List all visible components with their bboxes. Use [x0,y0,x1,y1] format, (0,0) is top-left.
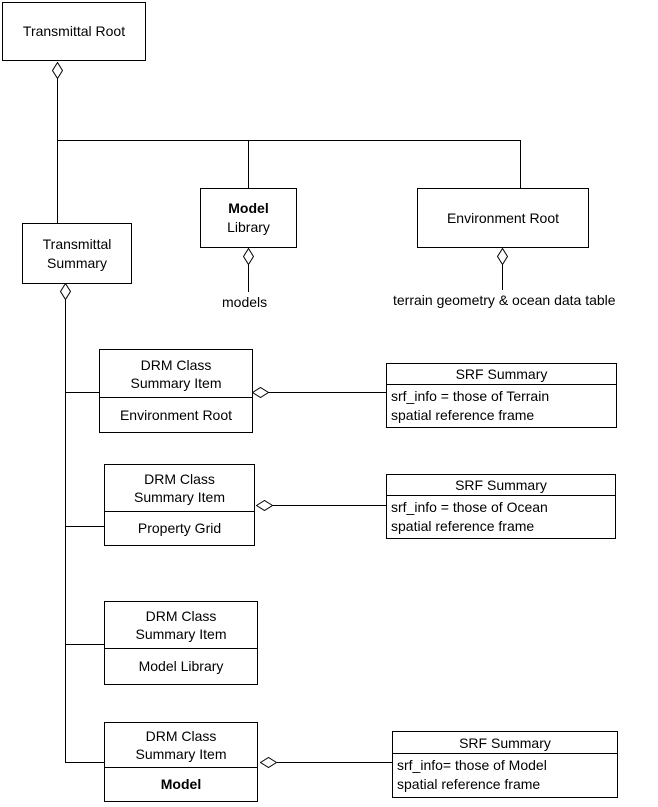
drm-value-label: Model Library [138,658,224,674]
edge-drm2-to-srf2 [272,505,386,506]
node-label: Library [227,219,270,235]
edge-label-terrain-ocean: terrain geometry & ocean data table [393,292,616,308]
node-srf-summary-terrain: SRF Summary srf_info = those of Terrain … [386,363,617,428]
node-drm-item-property-grid: DRM Class Summary Item Property Grid [104,464,255,546]
drm-item-value: Property Grid [105,511,254,545]
srf-summary-body: srf_info = those of Ocean spatial refere… [387,495,615,538]
drm-item-title: DRM Class Summary Item [105,723,257,767]
aggregation-diamond-icon [52,62,63,79]
node-label: Transmittal [42,235,112,252]
edge-summary-trunk [65,298,66,762]
node-model-library: Model Library [200,188,297,248]
drm-item-value: Model [105,767,257,801]
srf-summary-body: srf_info= those of Model spatial referen… [393,753,617,797]
drm-title-line: Summary Item [133,489,225,505]
edge-to-environment-root [520,140,521,188]
srf-summary-title: SRF Summary [387,364,616,384]
drm-title-line: Summary Item [130,374,222,391]
srf-body-line: spatial reference frame [391,518,535,534]
srf-title-label: SRF Summary [455,366,548,382]
srf-summary-body: srf_info = those of Terrain spatial refe… [387,384,616,427]
drm-value-label: Property Grid [137,520,222,536]
srf-summary-title: SRF Summary [393,732,617,753]
drm-item-title: DRM Class Summary Item [100,350,252,397]
drm-item-value: Environment Root [100,397,252,432]
srf-summary-title: SRF Summary [387,475,615,495]
srf-body-line: spatial reference frame [391,407,535,423]
drm-item-title: DRM Class Summary Item [105,465,254,511]
edge-to-model-library [248,140,249,188]
srf-body-line: spatial reference frame [397,776,541,792]
drm-title-line: Summary Item [135,746,227,762]
edge-to-drm-item-4 [65,762,104,763]
edge-root-branch [57,140,521,141]
drm-value-label: Environment Root [119,406,233,423]
node-drm-item-environment-root: DRM Class Summary Item Environment Root [99,349,253,433]
drm-title-line: DRM Class [145,608,217,624]
aggregation-diamond-icon [243,248,254,265]
drm-item-title: DRM Class Summary Item [105,602,257,648]
edge-root-trunk [57,79,58,223]
srf-title-label: SRF Summary [459,734,551,751]
drm-item-value: Model Library [105,648,257,684]
aggregation-diamond-icon [60,283,71,300]
srf-body-line: srf_info = those of Terrain [391,388,550,404]
drm-title-line: DRM Class [144,471,215,487]
node-srf-summary-model: SRF Summary srf_info= those of Model spa… [392,731,618,798]
srf-body-line: srf_info = those of Ocean [391,499,548,515]
edge-drm1-to-srf1 [268,392,386,393]
srf-title-label: SRF Summary [455,477,547,493]
edge-label-models: models [222,294,268,310]
node-drm-item-model: DRM Class Summary Item Model [104,722,258,802]
aggregation-diamond-icon [260,757,277,768]
node-srf-summary-ocean: SRF Summary srf_info = those of Ocean sp… [386,474,616,539]
node-environment-root: Environment Root [417,188,589,248]
edge-to-drm-item-1 [65,392,99,393]
drm-title-line: DRM Class [145,728,217,744]
edge-to-drm-item-2 [65,526,104,527]
edge-environment-root-terrain [502,263,503,290]
drm-value-label: Model [160,776,202,792]
edge-model-library-models [248,263,249,292]
node-transmittal-summary: Transmittal Summary [22,223,132,284]
node-label: Environment Root [446,209,560,226]
node-label: Transmittal Root [22,23,126,39]
node-drm-item-model-library: DRM Class Summary Item Model Library [104,601,258,685]
node-label: Model [228,200,269,216]
aggregation-diamond-icon [256,500,273,511]
aggregation-diamond-icon [497,248,508,265]
node-transmittal-root: Transmittal Root [2,2,146,61]
srf-body-line: srf_info= those of Model [397,757,547,773]
aggregation-diamond-icon [252,387,269,398]
edge-drm4-to-srf3 [277,762,392,763]
node-label: Summary [47,254,107,271]
drm-title-line: Summary Item [135,626,227,642]
drm-title-line: DRM Class [140,356,212,373]
edge-to-drm-item-3 [65,644,104,645]
